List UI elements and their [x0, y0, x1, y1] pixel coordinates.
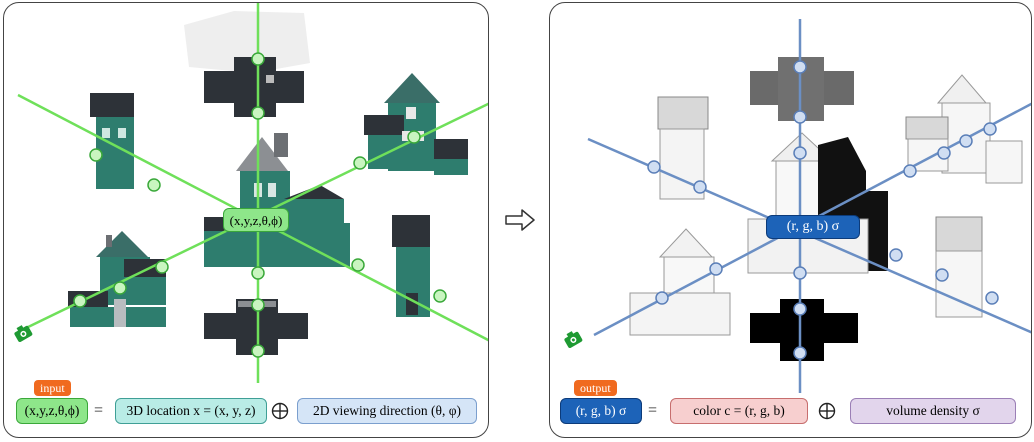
output-tag: output	[574, 380, 617, 396]
house-top-right	[364, 73, 468, 175]
house-middle-right	[392, 215, 430, 317]
output-lhs-box: (r, g, b) σ	[560, 398, 642, 424]
output-center-label: (r, g, b) σ	[766, 215, 860, 239]
house-middle-left	[68, 231, 166, 327]
location-term-box: 3D location x = (x, y, z)	[115, 398, 267, 424]
input-panel: (x,y,z,θ,ϕ) input (x,y,z,θ,ϕ) = 3D locat…	[3, 2, 489, 438]
house-middle-left-gray	[629, 228, 731, 336]
equals-sign: =	[648, 402, 658, 419]
output-scene	[587, 19, 1031, 393]
color-term-box: color c = (r, g, b)	[670, 398, 808, 424]
equals-sign: =	[94, 402, 104, 419]
arrow-right-icon	[505, 209, 535, 231]
input-scene	[17, 3, 488, 383]
input-sample-points	[73, 52, 447, 358]
camera-icon	[564, 331, 583, 348]
house-top-right-gray	[905, 74, 1023, 184]
output-panel: (r, g, b) σ output (r, g, b) σ = color c…	[549, 2, 1032, 438]
camera-icon	[14, 325, 33, 342]
house-center	[204, 133, 350, 267]
faint-house-shadow	[184, 11, 310, 73]
input-lhs-box: (x,y,z,θ,ϕ)	[16, 398, 88, 424]
density-term-box: volume density σ	[850, 398, 1016, 424]
direction-term-box: 2D viewing direction (θ, φ)	[297, 398, 477, 424]
house-middle-right-gray	[935, 216, 983, 318]
oplus-icon	[818, 402, 836, 420]
input-center-label: (x,y,z,θ,ϕ)	[223, 208, 289, 232]
house-center-gray	[747, 132, 888, 274]
output-sample-points	[647, 60, 999, 360]
oplus-icon	[271, 402, 289, 420]
house-top-left	[90, 93, 134, 189]
input-tag: input	[34, 380, 71, 396]
